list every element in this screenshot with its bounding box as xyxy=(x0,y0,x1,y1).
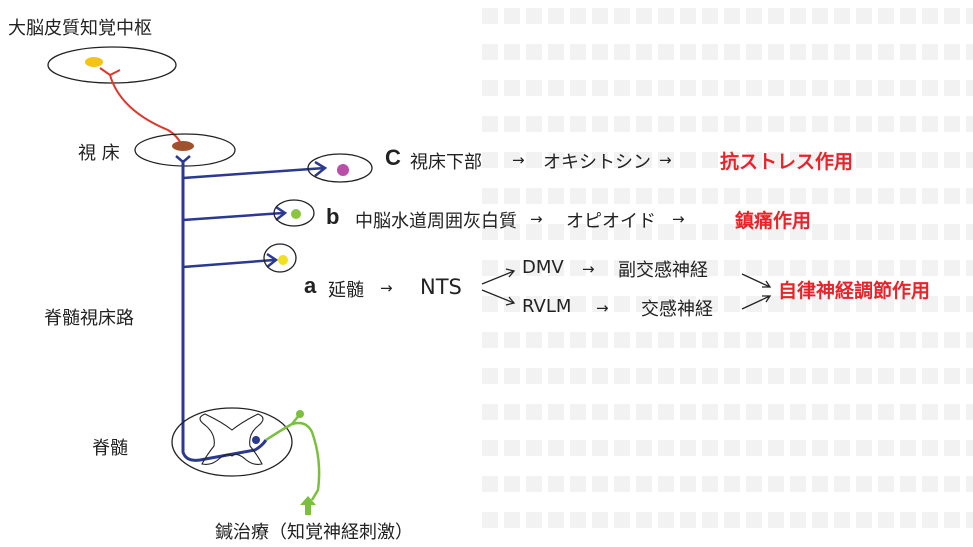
arrow-icon: → xyxy=(512,151,525,169)
pathway-c-region: 視床下部 xyxy=(410,152,482,173)
bleed-through-background xyxy=(480,0,973,547)
nts-split-arrow-up xyxy=(481,270,515,285)
nucleus-a xyxy=(278,255,288,265)
cortex-neuron xyxy=(99,67,183,147)
arrow-icon: → xyxy=(596,299,609,317)
dorsal-horn-neuron xyxy=(252,436,260,444)
arrow-icon: → xyxy=(672,210,685,228)
branch-a xyxy=(182,258,275,269)
thalamus-nucleus xyxy=(172,141,194,151)
nucleus-c-ellipse xyxy=(307,153,373,183)
pathway-b-letter: b xyxy=(326,204,340,229)
pathway-a-region: 延髄 xyxy=(328,280,364,301)
pathway-b-mediator: オピオイド xyxy=(566,211,656,232)
spinal-grey-matter xyxy=(199,413,264,465)
spinothalamic-label: 脊髄視床路 xyxy=(44,308,134,329)
arrow-icon: → xyxy=(530,210,543,228)
branch-c xyxy=(182,166,326,180)
pathway-c-mediator: オキシトシン xyxy=(543,152,651,173)
converge-arrow-up xyxy=(741,273,771,288)
cortex-ellipse xyxy=(47,46,177,84)
sensory-nerve xyxy=(265,413,321,501)
nucleus-c xyxy=(337,164,349,176)
pathway-c-letter: C xyxy=(385,145,401,170)
arrow-icon: → xyxy=(582,260,595,278)
converge-arrow-down xyxy=(741,295,771,310)
thalamus-ellipse xyxy=(134,133,236,167)
pathway-a-lower-branch: RVLM xyxy=(522,296,572,317)
nucleus-b-ellipse xyxy=(273,199,315,227)
pathway-a-effect: 自律神経調節作用 xyxy=(778,280,931,302)
arrow-icon: → xyxy=(380,279,393,297)
nucleus-b xyxy=(291,209,301,219)
pathway-a-nucleus: NTS xyxy=(420,275,462,299)
pathway-b-effect: 鎮痛作用 xyxy=(735,210,812,232)
pathway-b-region: 中脳水道周囲灰白質 xyxy=(355,211,517,232)
pathway-a-upper-effect: 副交感神経 xyxy=(618,260,708,281)
arrow-icon: → xyxy=(659,151,672,169)
thalamus-label: 視 床 xyxy=(78,143,120,164)
nts-split-arrow-down xyxy=(481,289,515,304)
cortex-label: 大脳皮質知覚中枢 xyxy=(8,18,152,39)
branch-b xyxy=(182,211,284,222)
pathway-a-letter: a xyxy=(304,273,317,298)
spinal-cord-label: 脊髄 xyxy=(92,438,128,459)
spinothalamic-tract xyxy=(181,160,268,462)
pathway-a-lower-effect: 交感神経 xyxy=(641,299,713,320)
nucleus-a-ellipse xyxy=(263,243,297,273)
sensory-nerve-terminal xyxy=(296,410,304,418)
cortex-nucleus xyxy=(85,57,103,67)
pathway-a-upper-branch: DMV xyxy=(522,257,564,278)
pathway-c-effect: 抗ストレス作用 xyxy=(720,151,854,173)
thalamus-terminal xyxy=(175,155,191,164)
stimulus-arrow-icon xyxy=(300,496,316,515)
spinal-cord-outline xyxy=(171,407,293,477)
acupuncture-label: 鍼治療（知覚神経刺激） xyxy=(215,522,413,543)
